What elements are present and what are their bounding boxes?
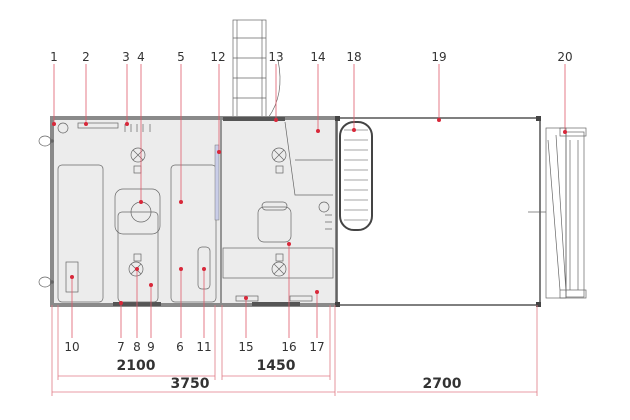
dimension-3750: 3750 bbox=[52, 376, 335, 393]
main-body bbox=[50, 116, 339, 307]
table bbox=[114, 188, 161, 235]
callout-7: 7 bbox=[117, 301, 125, 354]
svg-text:19: 19 bbox=[431, 50, 446, 64]
callout-5: 5 bbox=[177, 50, 185, 204]
svg-text:15: 15 bbox=[238, 340, 253, 354]
svg-text:2100: 2100 bbox=[117, 358, 156, 374]
dimensions: 2100 1450 3750 2700 bbox=[51, 305, 538, 396]
callout-14: 14 bbox=[310, 50, 326, 133]
callout-10: 10 bbox=[64, 275, 80, 354]
callout-16: 16 bbox=[281, 242, 297, 354]
svg-text:2700: 2700 bbox=[423, 376, 462, 392]
svg-text:20: 20 bbox=[557, 50, 572, 64]
bunk-left bbox=[57, 164, 104, 303]
callout-3: 3 bbox=[122, 50, 130, 126]
svg-text:14: 14 bbox=[310, 50, 325, 64]
door-right bbox=[252, 302, 300, 306]
roof-hatch bbox=[223, 117, 285, 121]
crane bbox=[528, 127, 587, 299]
svg-text:17: 17 bbox=[309, 340, 324, 354]
svg-text:18: 18 bbox=[346, 50, 361, 64]
callouts-bottom: 10 7 8 9 6 11 15 16 17 bbox=[64, 242, 325, 354]
callouts-top: 1 2 3 4 5 12 13 14 18 19 20 bbox=[50, 50, 573, 204]
bunk-right bbox=[170, 164, 217, 303]
callout-17: 17 bbox=[309, 290, 325, 354]
callout-11: 11 bbox=[196, 267, 212, 354]
svg-text:11: 11 bbox=[196, 340, 211, 354]
svg-text:3750: 3750 bbox=[171, 376, 210, 392]
callout-18: 18 bbox=[346, 50, 362, 132]
callout-13: 13 bbox=[268, 50, 284, 122]
svg-text:1450: 1450 bbox=[257, 358, 296, 374]
spare-tire bbox=[339, 121, 373, 231]
svg-text:10: 10 bbox=[64, 340, 79, 354]
svg-text:13: 13 bbox=[268, 50, 283, 64]
rear-platform bbox=[335, 116, 541, 307]
dimension-2700: 2700 bbox=[337, 376, 537, 393]
svg-text:6: 6 bbox=[176, 340, 184, 354]
chair bbox=[257, 206, 292, 243]
callout-15: 15 bbox=[238, 296, 254, 354]
callout-12: 12 bbox=[210, 50, 226, 154]
svg-text:2: 2 bbox=[82, 50, 90, 64]
ladder bbox=[232, 19, 281, 119]
svg-text:16: 16 bbox=[281, 340, 296, 354]
callout-8: 8 bbox=[133, 267, 141, 354]
svg-text:1: 1 bbox=[50, 50, 58, 64]
side-light-icons bbox=[38, 135, 54, 288]
dimension-2100: 2100 bbox=[58, 358, 215, 377]
callout-20: 20 bbox=[557, 50, 573, 134]
svg-text:3: 3 bbox=[122, 50, 130, 64]
svg-text:8: 8 bbox=[133, 340, 141, 354]
callout-6: 6 bbox=[176, 267, 184, 354]
callout-19: 19 bbox=[431, 50, 447, 122]
dimension-1450: 1450 bbox=[222, 358, 330, 377]
svg-text:7: 7 bbox=[117, 340, 125, 354]
svg-text:4: 4 bbox=[137, 50, 145, 64]
callout-1: 1 bbox=[50, 50, 58, 126]
callout-4: 4 bbox=[137, 50, 145, 204]
svg-text:5: 5 bbox=[177, 50, 185, 64]
callout-9: 9 bbox=[147, 283, 155, 354]
svg-text:9: 9 bbox=[147, 340, 155, 354]
svg-text:12: 12 bbox=[210, 50, 225, 64]
callout-2: 2 bbox=[82, 50, 90, 126]
